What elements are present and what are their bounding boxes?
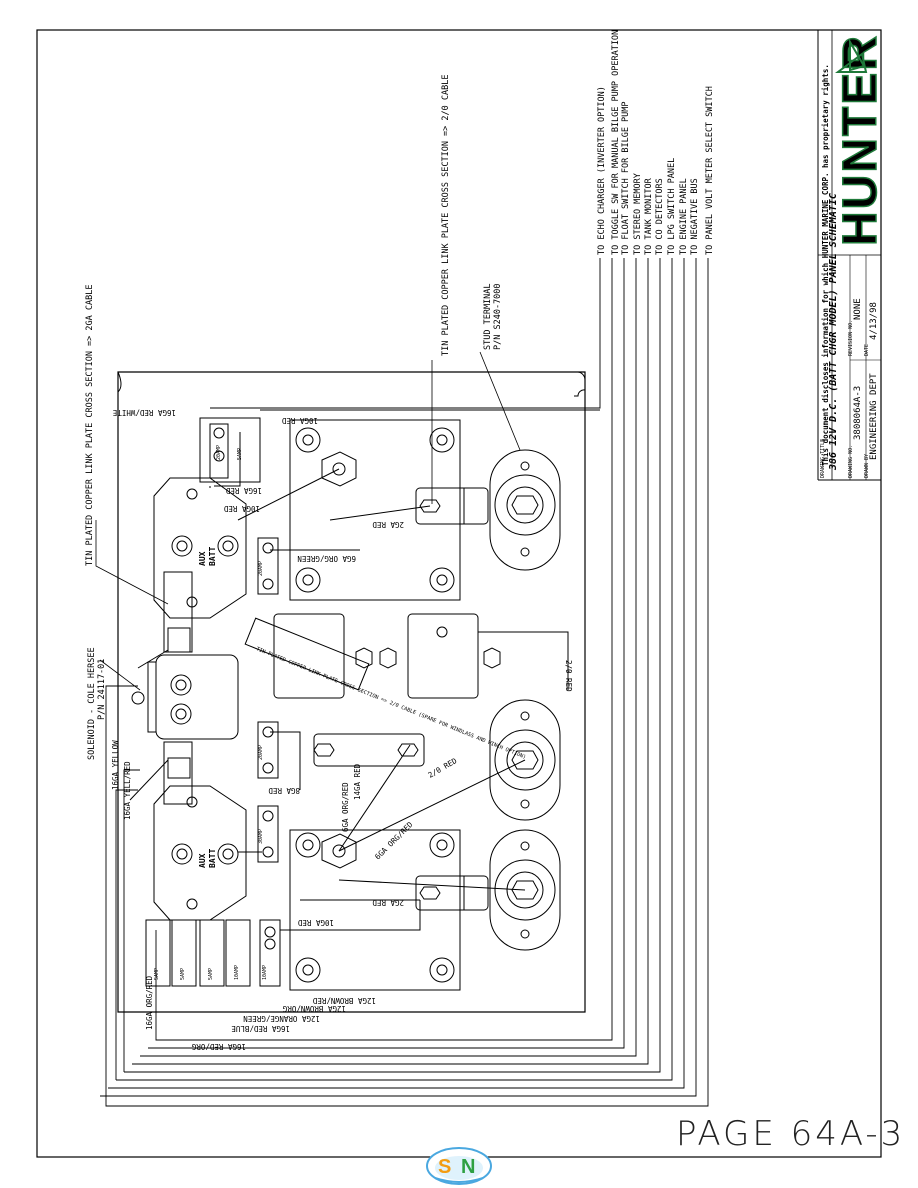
page-label: PAGE 64A-3: [676, 1114, 906, 1154]
callout-solenoid-1: SOLENOID - COLE HERSEE: [87, 647, 97, 760]
wire-label-6: 6GA ORG/GREEN: [297, 554, 356, 563]
destination-labels: TO ECHO CHARGER (INVERTER OPTION) TO TOG…: [597, 30, 715, 255]
wire-label-2: 10GA RED: [281, 416, 318, 425]
breaker-label-3: 20AMP: [258, 561, 264, 576]
breaker-top-right: [199, 417, 261, 483]
dest-label-6: TO CO DETECTORS: [655, 178, 665, 255]
sailboat-logo-icon: [835, 38, 868, 73]
dest-label-1: TO ECHO CHARGER (INVERTER OPTION): [597, 86, 607, 255]
hunter-logo-text: HUNTER: [834, 34, 887, 246]
breaker-label-9: 10AMP: [234, 965, 240, 980]
link-plate-bottom: [415, 875, 489, 911]
dest-label-8: TO ENGINE PANEL: [679, 178, 689, 255]
dest-label-5: TO TANK MONITOR: [644, 177, 654, 255]
breaker-label-8: 5AMP: [208, 968, 214, 980]
breaker-bank-bottom: [145, 919, 281, 987]
logo-n-letter: N: [461, 1156, 475, 1178]
lower-relay-plate: [289, 829, 461, 991]
breaker-label-6: 5AMP: [154, 968, 160, 980]
wire-label-19: 12GA ORANGE/GREEN: [243, 1014, 320, 1023]
dest-label-2: TO TOGGLE SW FOR MANUAL BILGE PUMP OPERA…: [611, 30, 621, 255]
terminal-block-lower: [257, 805, 279, 863]
field-drawn-by-label: DRAWN BY: [864, 454, 870, 478]
wire-label-17: 12GA BROWN/RED: [312, 996, 376, 1005]
leader-lines: [95, 351, 521, 691]
sn-logo: S N: [426, 1147, 492, 1185]
battery-switch-upper: [153, 477, 247, 619]
wire-label-16: 16GA YELL/RED: [123, 761, 132, 820]
callout-stud-terminal-1: STUD TERMINAL: [483, 283, 493, 350]
upper-aux-label: AUX: [198, 551, 207, 566]
callout-link-plate-left: TIN PLATED COPPER LINK PLATE CROSS SECTI…: [85, 285, 95, 566]
wire-label-18: 12GA BROWN/ORG: [282, 1004, 346, 1013]
logo-s-letter: S: [438, 1156, 451, 1178]
wire-label-12: 6GA ORG/RED: [373, 820, 415, 862]
link-plate-top: [415, 487, 489, 525]
wire-label-9: 8GA RED: [268, 786, 300, 795]
revision-value: NONE: [853, 298, 863, 320]
cables: [129, 409, 600, 931]
wire-label-10: 6GA ORG/RED: [341, 782, 350, 832]
link-plate-spare: [313, 733, 425, 767]
breaker-label-1: 20AMP: [216, 445, 222, 460]
wire-label-22: 16GA ORG/RED: [145, 975, 154, 1030]
drawn-by-value: ENGINEERING DEPT: [869, 373, 879, 460]
breaker-label-5: 30AMP: [258, 829, 264, 844]
upper-relay-plate: [289, 419, 461, 601]
wire-label-3: 16GA RED: [225, 486, 262, 495]
spare-link-plate: [244, 617, 370, 691]
stud-terminal-mid: [489, 699, 561, 821]
title-block: This document discloses information for …: [817, 30, 888, 481]
lower-aux-label: AUX: [198, 853, 207, 868]
field-title-label: DRAWING TITLE: [820, 439, 826, 478]
drawing-number: 3808064A-3: [853, 386, 863, 440]
field-drawing-no-label: DRAWING NO.: [848, 445, 854, 478]
title-disclaimer: This document discloses information for …: [821, 64, 830, 466]
drawing-title: 386 12V D.C. (BATT CHGR MODEL) PANEL SCH…: [828, 193, 839, 471]
dest-label-7: TO LPG SWITCH PANEL: [667, 158, 677, 255]
date-value: 4/13/98: [869, 302, 879, 340]
wire-label-4: 10GA RED: [223, 504, 260, 513]
callout-link-plate-top: TIN PLATED COPPER LINK PLATE CROSS SECTI…: [441, 75, 451, 356]
wire-label-21: 16GA RED/ORG: [191, 1042, 246, 1051]
wire-label-7: 2/0 RED: [564, 660, 573, 692]
dest-label-10: TO PANEL VOLT METER SELECT SWITCH: [705, 86, 715, 255]
wire-label-14: 10GA RED: [297, 918, 334, 927]
callout-stud-terminal-2: P/N S240-7000: [493, 283, 503, 350]
terminal-block-mid: [257, 721, 279, 779]
wire-label-13: 2GA RED: [372, 898, 404, 907]
wire-label-5: 2GA RED: [372, 520, 404, 529]
spare-plate-text: TIN PLATED COPPER LINK PLATE CROSS SECTI…: [255, 646, 527, 760]
wire-labels: 16GA RED/WHITE 10GA RED 16GA RED 10GA RE…: [111, 408, 573, 1051]
stud-terminal-bottom: [489, 829, 561, 951]
dest-label-4: TO STEREO MEMORY: [633, 173, 643, 255]
terminal-block-upper: [257, 537, 279, 595]
wire-label-8: 2/0 RED: [427, 756, 459, 780]
solenoid: [131, 571, 239, 805]
field-date-label: DATE: [864, 344, 870, 356]
wire-bundle: [100, 258, 709, 1107]
panel-corner-notch: [118, 371, 586, 397]
breaker-label-7: 5AMP: [180, 968, 186, 980]
breaker-label-10: 10AMP: [262, 965, 268, 980]
wire-label-11: 14GA RED: [353, 763, 362, 800]
stud-terminal-top: [489, 449, 561, 571]
dest-label-9: TO NEGATIVE BUS: [690, 178, 700, 255]
lower-batt-label: BATT: [208, 849, 217, 868]
wire-label-1: 16GA RED/WHITE: [112, 408, 176, 417]
callout-solenoid-2: P/N 24117-01: [97, 659, 107, 720]
field-revision-label: REVISION NO.: [848, 320, 854, 356]
battery-switch-lower: [153, 785, 247, 921]
wire-label-15: 16GA YELLOW: [111, 740, 120, 790]
dest-label-3: TO FLOAT SWITCH FOR BILGE PUMP: [621, 101, 631, 255]
upper-batt-label: BATT: [208, 547, 217, 566]
wire-label-20: 16GA RED/BLUE: [231, 1024, 290, 1033]
breaker-label-4: 20AMP: [258, 745, 264, 760]
center-plates: [273, 613, 569, 699]
